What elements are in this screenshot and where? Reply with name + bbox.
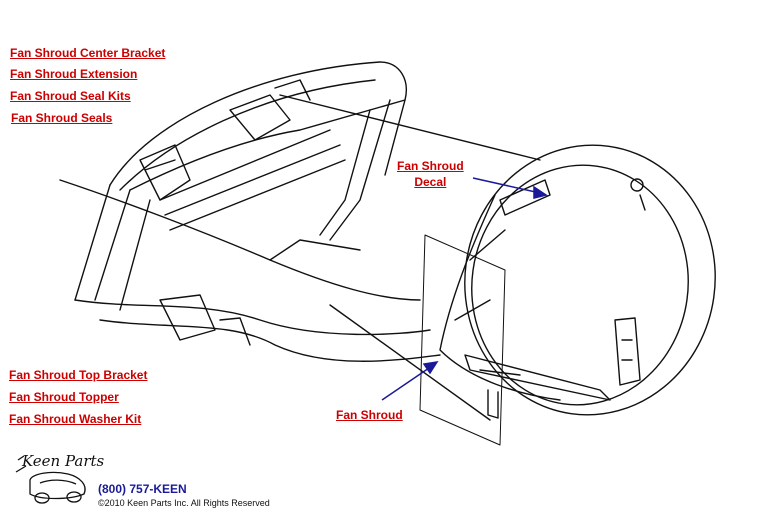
callout-fan-shroud-decal[interactable]: Fan Shroud Decal — [397, 158, 464, 190]
radiator-frame-inner — [119, 79, 376, 191]
lower-support-3 — [159, 294, 251, 346]
mount-bracket — [614, 317, 641, 386]
callout-fan-shroud[interactable]: Fan Shroud — [336, 408, 403, 422]
link-fan-shroud-extension[interactable]: Fan Shroud Extension — [10, 67, 138, 81]
leader-line-right — [639, 194, 646, 211]
fastener — [630, 178, 644, 192]
decal-arrowhead — [533, 185, 548, 199]
fan-shroud-body — [439, 194, 561, 401]
fan-shroud-tab — [487, 389, 499, 419]
fan-shroud-body-2 — [454, 229, 521, 376]
callout-decal-line1: Fan Shroud — [397, 159, 464, 173]
decal-strip — [499, 179, 551, 216]
logo-text: Keen Parts — [22, 452, 105, 470]
radiator-frame-right — [319, 99, 406, 241]
copyright-notice: ©2010 Keen Parts Inc. All Rights Reserve… — [98, 498, 270, 508]
link-fan-shroud-seal-kits[interactable]: Fan Shroud Seal Kits — [10, 89, 131, 103]
keen-parts-logo — [15, 455, 86, 504]
link-fan-shroud-top-bracket[interactable]: Fan Shroud Top Bracket — [9, 368, 148, 382]
fan-shroud-ring-inner — [471, 164, 689, 406]
link-fan-shroud-center-bracket[interactable]: Fan Shroud Center Bracket — [10, 46, 166, 60]
lower-support-2 — [99, 319, 441, 362]
center-bracket — [139, 144, 191, 201]
link-fan-shroud-seals[interactable]: Fan Shroud Seals — [11, 111, 113, 125]
shroud-seal-panel — [419, 234, 506, 446]
radiator-core — [159, 129, 346, 231]
shroud-arrowhead — [422, 361, 439, 375]
radiator-frame-left — [74, 184, 151, 311]
fender-line-2 — [269, 239, 361, 261]
lower-support — [74, 299, 431, 336]
link-fan-shroud-washer-kit[interactable]: Fan Shroud Washer Kit — [9, 412, 142, 426]
fan-shroud-flange — [464, 354, 611, 401]
leader-line-top — [279, 94, 541, 161]
callout-decal-line2: Decal — [414, 175, 447, 189]
leader-line-mid — [329, 304, 491, 421]
radiator-frame-top — [109, 61, 407, 191]
shroud-arrow-line — [381, 365, 433, 401]
phone-number: (800) 757-KEEN — [98, 482, 187, 496]
top-bracket-pieces — [229, 79, 311, 141]
decal-arrow-line — [472, 177, 541, 194]
link-fan-shroud-topper[interactable]: Fan Shroud Topper — [9, 390, 119, 404]
fan-shroud-ring-outer — [464, 144, 716, 416]
